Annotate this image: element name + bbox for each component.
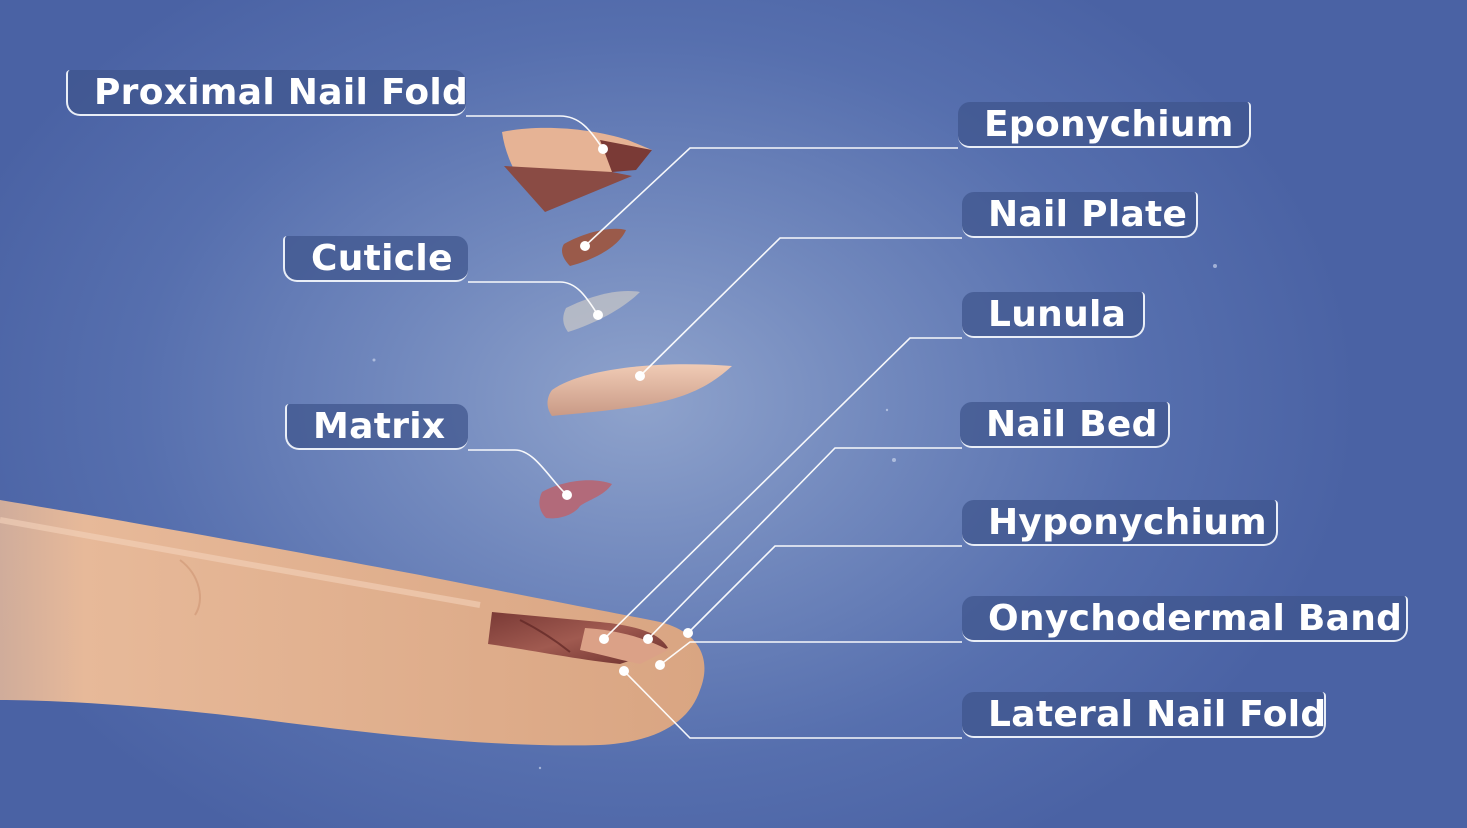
cuticle-part [563,290,640,332]
eponychium-part [562,228,626,266]
label-hyponychium: Hyponychium [962,500,1278,546]
anchor-dot-onychodermal-band [655,660,665,670]
label-cuticle: Cuticle [283,236,468,282]
label-lateral-nail-fold: Lateral Nail Fold [962,692,1326,738]
label-matrix: Matrix [285,404,468,450]
nail-plate-part [547,364,732,416]
anchor-dot-matrix [562,490,572,500]
label-eponychium: Eponychium [958,102,1251,148]
anchor-dots [562,144,693,676]
leader-lines [466,115,962,739]
anchor-dot-lateral-nail-fold [619,666,629,676]
label-onychodermal-band: Onychodermal Band [962,596,1408,642]
label-proximal-nail-fold: Proximal Nail Fold [66,70,468,116]
anchor-dot-nail-bed [643,634,653,644]
proximal-nail-fold-part [502,127,652,212]
anchor-dot-nail-plate [635,371,645,381]
label-nail-bed: Nail Bed [960,402,1170,448]
anchor-dot-cuticle [593,310,603,320]
matrix-part [539,480,612,519]
anchor-dot-lunula [599,634,609,644]
label-lunula: Lunula [962,292,1145,338]
label-nail-plate: Nail Plate [962,192,1198,238]
background-specks [372,264,1217,770]
finger-illustration [0,500,705,746]
anchor-dot-eponychium [580,241,590,251]
anchor-dot-proximal-nail-fold [598,144,608,154]
anchor-dot-hyponychium [683,628,693,638]
